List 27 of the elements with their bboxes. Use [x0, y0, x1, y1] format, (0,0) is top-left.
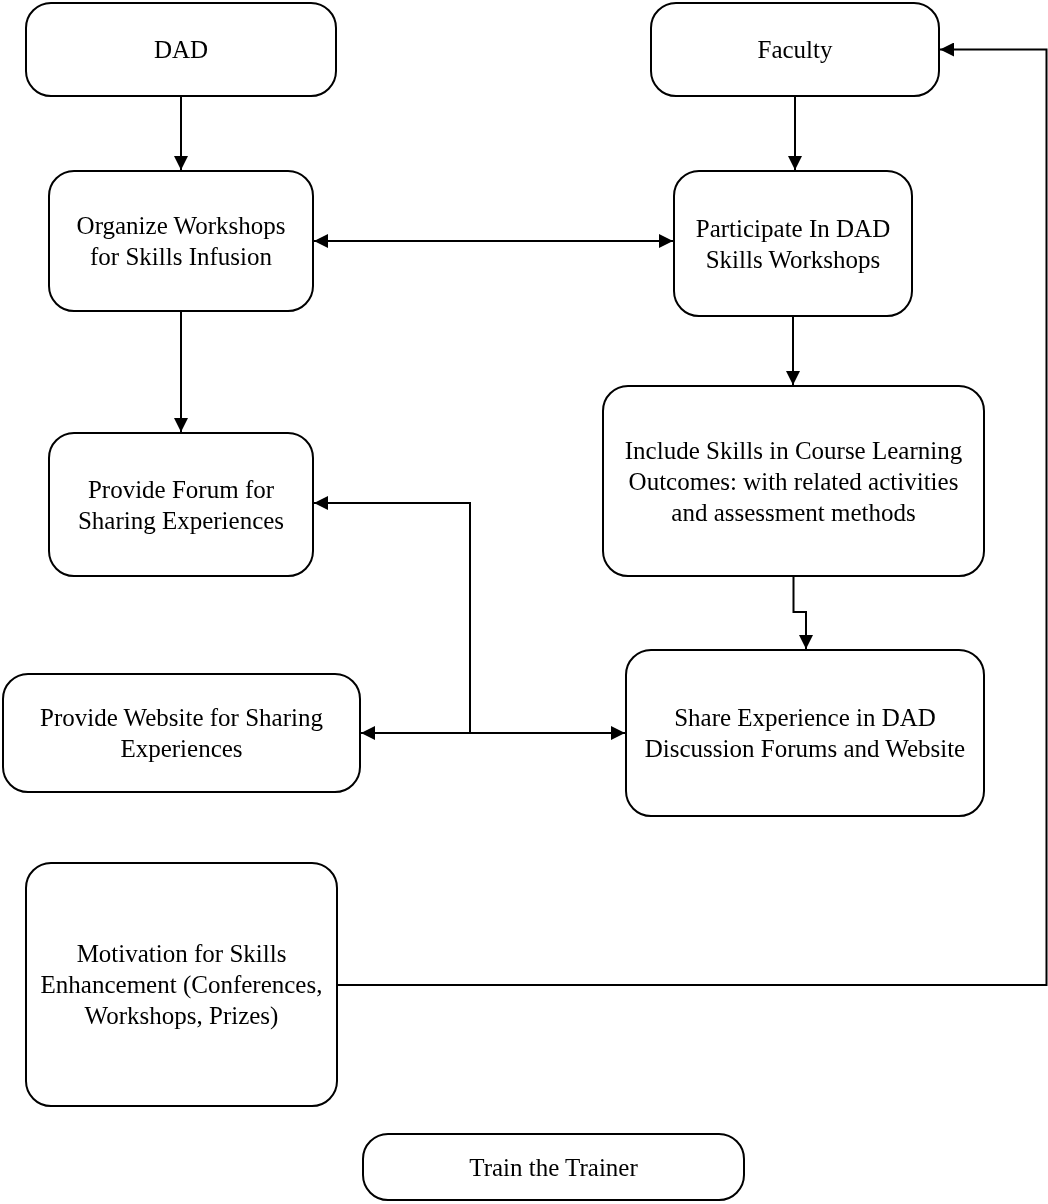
box-text: Organize Workshops for Skills Infusion: [75, 211, 287, 272]
arrow: [337, 42, 1048, 986]
arrow: [792, 576, 813, 650]
arrow: [786, 316, 800, 386]
box-text: Faculty: [757, 35, 833, 65]
process-box: [2, 673, 361, 793]
process-box: [48, 170, 314, 312]
process-box: [650, 2, 940, 97]
arrow: [313, 234, 674, 248]
box-text: Provide Forum for Sharing Experiences: [76, 474, 286, 536]
process-box: [602, 385, 985, 577]
box-text: Provide Website for Sharing Experiences: [39, 703, 324, 764]
process-box: [673, 170, 913, 317]
process-box: [625, 649, 985, 817]
arrow: [174, 311, 188, 433]
box-text: Train the Trainer: [469, 1152, 638, 1183]
box-text: Participate In DAD Skills Workshops: [694, 213, 892, 275]
box-text: Motivation for Skills Enhancement (Conferences, Workshops, Prizes): [39, 939, 324, 1031]
arrow: [788, 96, 802, 171]
process-box: [362, 1133, 745, 1201]
process-box: [25, 862, 338, 1107]
process-box: [48, 432, 314, 577]
process-box: [25, 2, 337, 97]
arrow: [174, 96, 188, 171]
box-text: DAD: [153, 35, 209, 65]
box-text: Include Skills in Course Learning Outcomes: with related activities and assessment methods: [623, 435, 964, 528]
box-text: Share Experience in DAD Discussion Forums and Website: [643, 703, 967, 764]
